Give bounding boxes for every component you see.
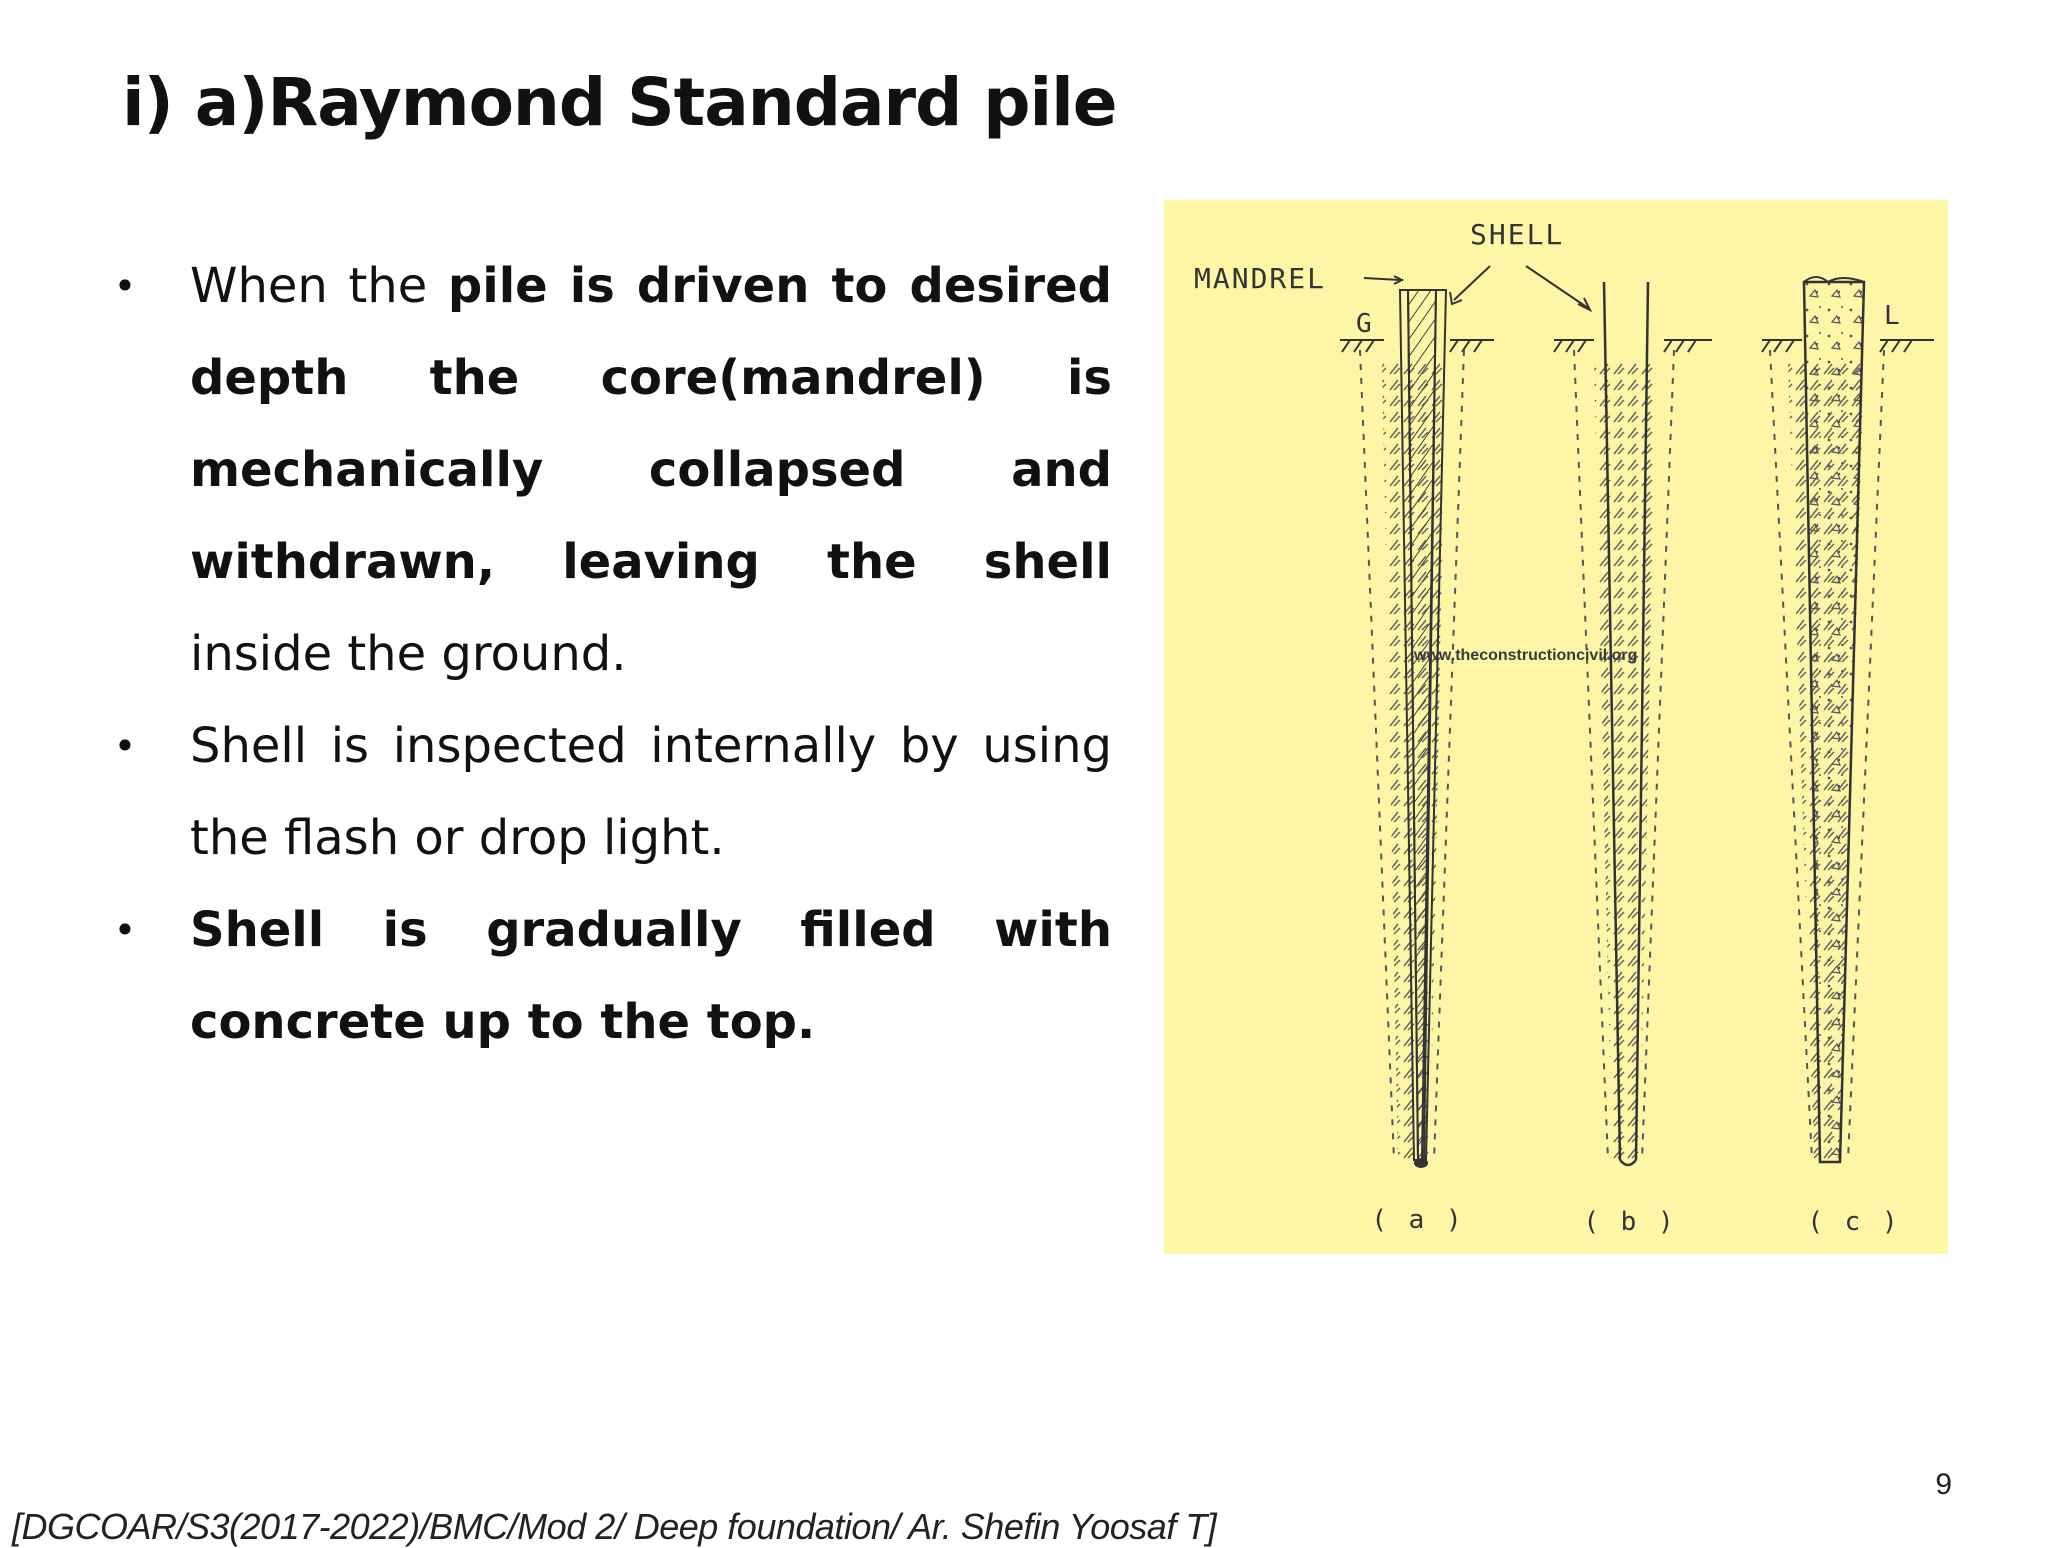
bullet-item-3: • Shell is gradually filled with concret… [110,884,1112,1068]
label-a: ( a ) [1371,1205,1464,1235]
bullet-item-2: • Shell is inspected internally by using… [110,700,1112,884]
bullet-marker: • [113,264,137,308]
bullet-item-1: • When the pile is driven to desired dep… [110,240,1112,700]
bullet-1-part-2: pile is driven to desired depth the core… [190,258,1112,590]
label-shell: SHELL [1470,218,1564,251]
bullet-1-part-3: inside the ground. [190,626,627,682]
label-l: L [1884,301,1900,331]
bullet-1-part-1: When the [190,258,448,314]
label-g: G [1356,309,1372,339]
pile-b [1573,281,1675,1167]
label-c: ( c ) [1807,1207,1900,1237]
label-mandrel: MANDREL [1194,262,1326,295]
leader-arrows [1363,265,1593,313]
label-b: ( b ) [1583,1207,1676,1237]
ground-lines [1340,339,1934,353]
watermark-text: www.theconstructioncivil.org [1413,647,1637,664]
footer-citation: [DGCOAR/S3(2017-2022)/BMC/Mod 2/ Deep fo… [12,1506,1217,1547]
pile-a [1359,289,1465,1168]
page-number: 9 [1935,1468,1952,1501]
pile-diagram: SHELL MANDREL G L www.theconstructionciv… [1194,218,1934,1237]
bullet-text-2: Shell is inspected internally by using t… [190,718,1112,866]
bullet-text-1: When the pile is driven to desired depth… [190,240,1112,700]
bullet-text-3: Shell is gradually filled with concrete … [190,902,1112,1050]
bullet-list: • When the pile is driven to desired dep… [110,240,1112,1068]
slide-title: i) a)Raymond Standard pile [122,64,1118,141]
bullet-marker: • [113,908,137,952]
pile-c [1769,276,1885,1164]
pile-figure: SHELL MANDREL G L www.theconstructionciv… [1164,200,1948,1254]
bullet-marker: • [113,724,137,768]
